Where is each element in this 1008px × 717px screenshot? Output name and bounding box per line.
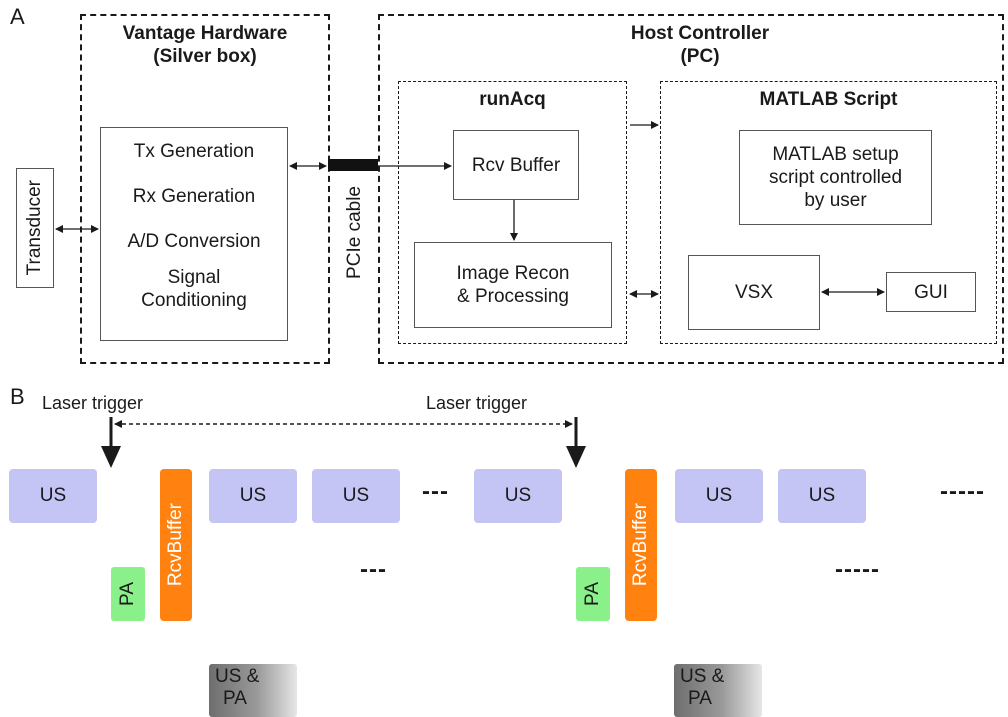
vsx-label: VSX [734,282,774,303]
pa-block: PA [576,567,610,621]
matlab-script-title: MATLAB Script [759,89,898,110]
us-label: US [239,485,267,506]
ellipsis-mark: --- [422,478,449,505]
gui-box: GUI [886,272,976,312]
ellipsis-mark: ----- [940,478,985,505]
us-label: US [39,485,67,506]
ellipsis-mark: --- [360,556,387,583]
us-pa-block: US & PA [209,664,297,717]
us-block: US [209,469,297,523]
us-label: US [504,485,532,506]
matlab-setup-line3: by user [804,190,867,211]
rcv-buffer-box: Rcv Buffer [453,130,579,200]
pcie-cable-bar [328,159,378,171]
us-pa-block: US & PA [674,664,762,717]
us-block: US [675,469,763,523]
us-label: US [705,485,733,506]
laser-trigger-arrow-2 [566,417,586,468]
rcv-buffer-block: RcvBuffer [625,469,657,621]
host-controller-title: Host Controller (PC) [550,22,850,68]
laser-trigger-label-2: Laser trigger [426,393,528,413]
us-label: US [808,485,836,506]
conditioning-label: Conditioning [141,290,247,311]
vantage-hardware-title: Vantage Hardware (Silver box) [80,22,330,68]
host-title-line2: (PC) [680,46,720,67]
tx-generation-label: Tx Generation [133,141,255,162]
image-recon-line1: Image Recon [456,263,570,284]
rcv-buffer-block: RcvBuffer [160,469,192,621]
rx-generation-label: Rx Generation [132,186,256,207]
image-recon-line2: & Processing [457,286,569,307]
runacq-box [398,81,627,344]
laser-trigger-label-1: Laser trigger [42,393,144,413]
panel-a-label: A [10,4,25,29]
ad-conversion-label: A/D Conversion [127,231,261,252]
us-block: US [9,469,97,523]
us-pa-line2: PA [223,688,247,709]
transducer-box: Transducer [16,168,54,288]
functions-box: Tx Generation Rx Generation A/D Conversi… [100,127,288,341]
us-pa-line2: PA [688,688,712,709]
runacq-title: runAcq [479,89,546,110]
host-title-line1: Host Controller [630,23,770,44]
signal-label: Signal [167,267,221,288]
us-block: US [778,469,866,523]
matlab-setup-box: MATLAB setup script controlled by user [739,130,932,225]
pa-block: PA [111,567,145,621]
us-label: US [342,485,370,506]
matlab-setup-line1: MATLAB setup [772,144,899,165]
gui-label: GUI [914,281,948,303]
host-controller-box [378,14,1004,364]
matlab-script-box [660,81,997,344]
vantage-title-line1: Vantage Hardware [122,23,288,44]
rcv-buffer-label: Rcv Buffer [471,154,561,176]
matlab-setup-line2: script controlled [768,167,903,188]
laser-trigger-arrow-1 [101,417,121,468]
vsx-box: VSX [688,255,820,330]
vantage-title-line2: (Silver box) [153,46,257,67]
us-pa-line1: US & [680,666,725,687]
vantage-hardware-box [80,14,330,364]
us-block: US [312,469,400,523]
us-block: US [474,469,562,523]
us-pa-line1: US & [215,666,260,687]
panel-b-label: B [10,384,25,409]
ellipsis-mark: ----- [835,556,880,583]
image-recon-box: Image Recon & Processing [414,242,612,328]
